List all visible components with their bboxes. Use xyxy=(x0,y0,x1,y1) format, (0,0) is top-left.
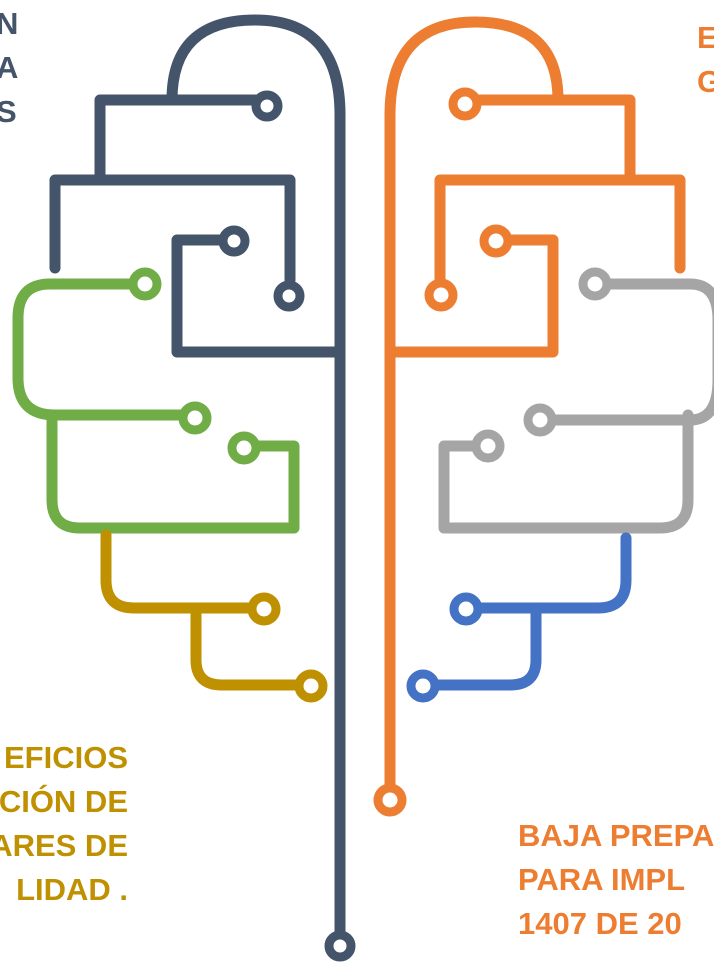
text-line: ARES DE xyxy=(0,828,128,863)
text-line: CIÓN DE xyxy=(0,784,128,819)
top-right-text: E G xyxy=(697,16,714,104)
orange-circuit xyxy=(373,16,686,817)
blue-circuit xyxy=(406,532,632,703)
gray-circuit xyxy=(438,267,714,534)
text-line: LIDAD . xyxy=(16,872,128,907)
top-left-text: N A S xyxy=(0,2,18,134)
green-circuit xyxy=(12,267,300,534)
text-line: A xyxy=(0,50,19,85)
text-line: G xyxy=(697,64,714,99)
text-line: N xyxy=(0,6,19,41)
text-line: EFICIOS xyxy=(3,740,128,775)
bottom-right-text: BAJA PREPA PARA IMPL 1407 DE 20 xyxy=(518,814,714,946)
slate-circuit xyxy=(49,14,356,962)
text-line: PARA IMPL xyxy=(518,862,686,897)
text-line: S xyxy=(0,94,17,129)
text-line: E xyxy=(697,20,714,55)
bottom-left-text: EFICIOS CIÓN DE ARES DE LIDAD . xyxy=(0,736,128,912)
gold-circuit xyxy=(100,529,328,703)
text-line: BAJA PREPA xyxy=(518,818,714,853)
text-line: 1407 DE 20 xyxy=(518,906,682,941)
